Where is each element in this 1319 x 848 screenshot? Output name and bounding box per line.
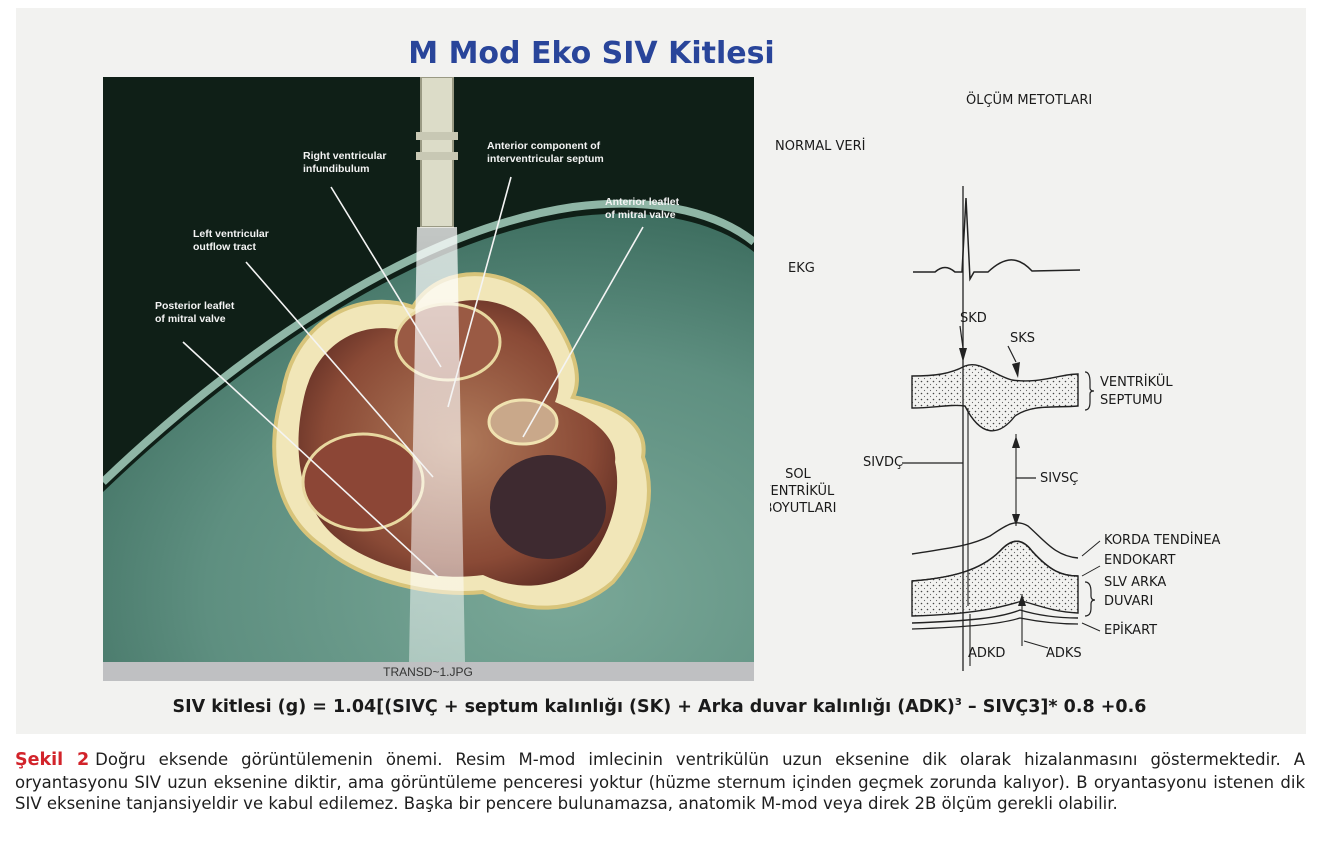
pericardium-trace [912,618,1078,629]
sks-arrow [1012,362,1020,378]
caption-text: Doğru eksende görüntülemenin önemi. Resi… [15,750,1305,813]
korda-label: KORDA TENDİNEA [1104,532,1221,548]
filename-label: TRANSD~1.JPG [383,665,473,679]
adkd-label: ADKD [968,646,1005,661]
korda-trace [912,523,1078,558]
annotation-anterior-leaflet: Anterior leaflet of mitral valve [605,196,682,221]
aortic-root [489,400,557,444]
ekg-trace [913,198,1080,279]
septum-label: VENTRİKÜL SEPTUMU [1100,373,1177,408]
annotation-anterior-septum: Anterior component of interventricular s… [487,140,604,165]
transducer-ring [416,132,458,140]
transducer-ring [416,152,458,160]
annotation-posterior-leaflet: Posterior leaflet of mitral valve [155,300,237,325]
ultrasound-beam [409,227,465,662]
lv-chamber [303,434,423,530]
ekg-label: EKG [788,261,815,276]
adks-label: ADKS [1046,646,1082,661]
sks-label: SKS [1010,331,1035,346]
caption-label: Şekil 2 [15,750,89,770]
septum-brace [1085,372,1094,410]
mass-formula: SIV kitlesi (g) = 1.04[(SIVÇ + septum ka… [0,697,1319,717]
skd-arrow [959,348,967,362]
normal-data-label: NORMAL VERİ [775,138,865,154]
m-mode-diagram: ÖLÇÜM METOTLARI NORMAL VERİ EKG SKD SKS … [770,86,1270,676]
epikart-label: EPİKART [1104,622,1157,638]
heart-cross-section-image: Right ventricular infundibulum Anterior … [103,77,754,681]
left-atrium [490,455,606,559]
endokart-label: ENDOKART [1104,553,1175,568]
skd-label: SKD [960,311,987,326]
wall-brace [1085,582,1095,616]
figure-title: M Mod Eko SIV Kitlesi [0,36,1183,71]
posterior-wall-band [912,541,1078,616]
lv-dims-label: SOL VENTRİKÜL BOYUTLARI [770,467,838,516]
slv-wall-label: SLV ARKA DUVARI [1104,575,1170,609]
septum-band [912,365,1078,431]
diagram-header: ÖLÇÜM METOTLARI [966,91,1092,108]
sivsc-label: SIVSÇ [1040,471,1078,486]
sivdc-label: SIVDÇ [863,455,903,470]
